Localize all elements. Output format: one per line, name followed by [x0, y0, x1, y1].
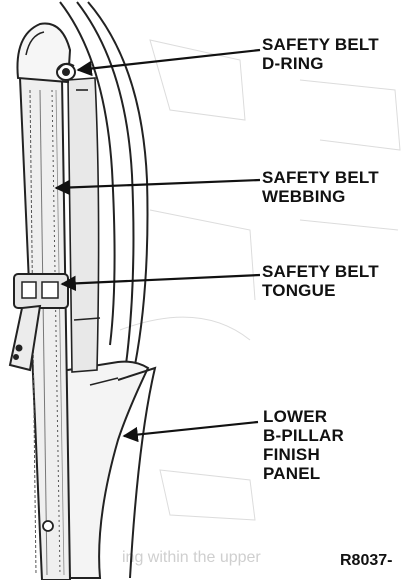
figure-code: R8037- — [340, 552, 393, 569]
webbing-leader-line — [54, 178, 261, 196]
safety-belt-tongue — [8, 273, 69, 372]
belt-guide-rail — [67, 77, 101, 373]
safety-belt-d-ring — [16, 22, 76, 84]
callout-lower-b-pillar-finish-panel: LOWER B-PILLAR FINISH PANEL — [263, 407, 344, 483]
b-pillar-trim — [59, 1, 149, 373]
callout-line: D-RING — [262, 54, 324, 73]
tongue-leader-line — [60, 273, 261, 292]
callout-line: WEBBING — [262, 187, 346, 206]
callout-line: B-PILLAR — [263, 426, 344, 445]
callout-safety-belt-tongue: SAFETY BELT TONGUE — [262, 262, 379, 300]
callout-line: TONGUE — [262, 281, 336, 300]
faint-background-text: ing within the upper — [122, 549, 261, 566]
callout-safety-belt-webbing: SAFETY BELT WEBBING — [262, 168, 379, 206]
anchor-bolt — [42, 520, 54, 532]
callout-line: SAFETY BELT — [262, 35, 379, 54]
callout-safety-belt-d-ring: SAFETY BELT D-RING — [262, 35, 379, 73]
lower-b-pillar-finish-panel — [53, 360, 157, 579]
callout-line: LOWER — [263, 407, 328, 426]
d-ring-leader-line — [76, 48, 261, 77]
faint-background-sketch — [119, 39, 401, 521]
callout-line: FINISH — [263, 445, 320, 464]
callout-line: PANEL — [263, 464, 321, 483]
lower-panel-leader-line — [122, 420, 259, 443]
callout-line: SAFETY BELT — [262, 168, 379, 187]
callout-line: SAFETY BELT — [262, 262, 379, 281]
